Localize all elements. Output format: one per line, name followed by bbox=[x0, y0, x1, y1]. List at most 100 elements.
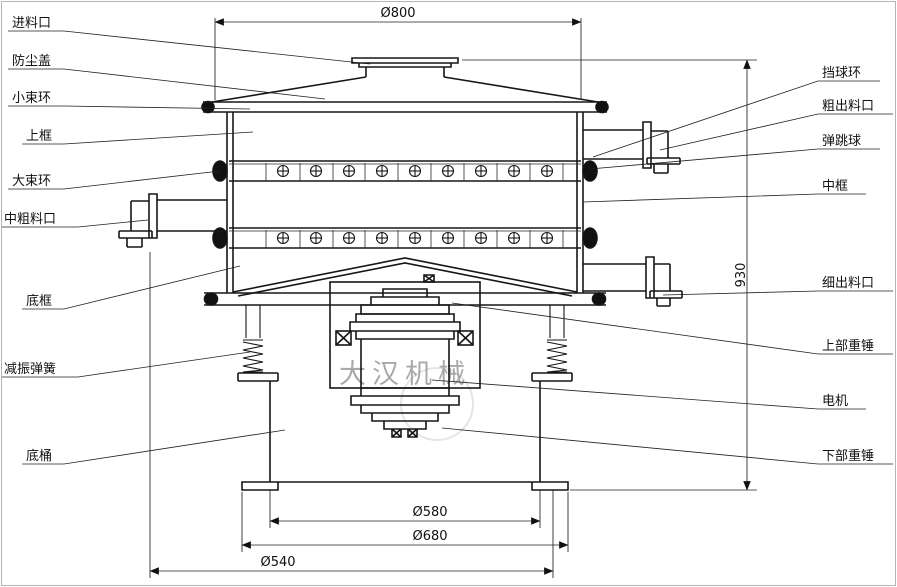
leader-middle-frame bbox=[582, 193, 866, 203]
bouncing-ball-icon bbox=[540, 164, 554, 178]
leader-bottom-barrel bbox=[22, 429, 286, 465]
damping-spring-left-coil bbox=[242, 339, 264, 373]
dim-ext-top bbox=[214, 18, 582, 100]
label-mid-coarse-outlet: 中粗料口 bbox=[4, 212, 56, 227]
label-bouncing-ball: 弹跳球 bbox=[822, 134, 861, 149]
frame-walls bbox=[226, 112, 584, 293]
bouncing-balls-row-1 bbox=[276, 164, 554, 178]
leader-motor bbox=[431, 379, 866, 410]
bouncing-ball-icon bbox=[474, 164, 488, 178]
motor-body-walls bbox=[360, 339, 450, 388]
dim-base-inner: Ø580 bbox=[412, 505, 447, 520]
fine-outlet-duct bbox=[583, 256, 683, 307]
label-feed-inlet: 进料口 bbox=[12, 16, 51, 31]
dim-ext-base-outer bbox=[241, 492, 569, 552]
label-dust-cover: 防尘盖 bbox=[12, 53, 51, 69]
bouncing-ball-icon bbox=[507, 231, 521, 245]
bouncing-ball-icon bbox=[408, 231, 422, 245]
bouncing-ball-icon bbox=[474, 231, 488, 245]
label-motor: 电机 bbox=[822, 394, 848, 409]
spring-hanger-rods bbox=[245, 305, 565, 338]
bouncing-ball-icon bbox=[309, 231, 323, 245]
bouncing-ball-icon bbox=[276, 164, 290, 178]
small-clamp-ring-cap-right bbox=[595, 100, 609, 114]
leader-mid-coarse-outlet bbox=[2, 219, 149, 228]
watermark: 大汉机械 bbox=[339, 359, 474, 441]
callouts-left bbox=[2, 30, 371, 465]
clamp-ring2-cap-right bbox=[582, 227, 598, 249]
leader-small-clamp-ring bbox=[8, 105, 251, 110]
dim-ext-base-bottom bbox=[149, 252, 554, 578]
damping-spring-right-coil bbox=[546, 339, 568, 373]
label-large-clamp-ring: 大束环 bbox=[12, 174, 51, 189]
leader-dust-cover bbox=[8, 68, 326, 100]
large-clamp-ring-cap-right bbox=[582, 160, 598, 182]
coarse-outlet-duct bbox=[583, 121, 681, 174]
bouncing-ball-icon bbox=[309, 164, 323, 178]
motor-side-bolt-left bbox=[335, 330, 352, 346]
bouncing-ball-icon bbox=[507, 164, 521, 178]
leader-feed-inlet bbox=[8, 30, 371, 65]
motor-side-bolt-right bbox=[457, 330, 474, 346]
bouncing-ball-icon bbox=[441, 164, 455, 178]
label-coarse-outlet: 粗出料口 bbox=[822, 99, 874, 114]
mesh-lines bbox=[229, 163, 581, 248]
flywheel-discs bbox=[349, 313, 461, 340]
leader-bottom-frame bbox=[22, 265, 241, 310]
label-upper-weight: 上部重锤 bbox=[822, 338, 874, 354]
barrel-walls bbox=[269, 381, 541, 482]
label-bottom-frame: 底框 bbox=[26, 293, 52, 309]
clamp-ring2-cap-left bbox=[212, 227, 228, 249]
machine-details bbox=[242, 164, 568, 373]
label-lower-weight: 下部重锤 bbox=[822, 448, 874, 464]
bouncing-ball-icon bbox=[342, 231, 356, 245]
label-small-clamp-ring: 小束环 bbox=[12, 91, 51, 106]
label-bottom-barrel: 底桶 bbox=[26, 448, 52, 464]
callout-texts-left: 进料口 防尘盖 小束环 上框 大束环 中粗料口 底框 减振弹簧 底桶 bbox=[4, 16, 56, 464]
machine-outline bbox=[118, 57, 683, 491]
bouncing-ball-icon bbox=[375, 164, 389, 178]
leader-damping-spring bbox=[2, 351, 251, 378]
label-upper-frame: 上框 bbox=[26, 129, 52, 144]
lower-weight-stack bbox=[350, 387, 460, 438]
mid-coarse-outlet-duct bbox=[118, 193, 227, 248]
dim-base-outer: Ø680 bbox=[412, 529, 447, 544]
bouncing-ball-icon bbox=[375, 231, 389, 245]
label-ball-retainer-ring: 挡球环 bbox=[822, 66, 861, 81]
dim-ext-base-inner bbox=[269, 490, 541, 528]
bouncing-balls-row-2 bbox=[276, 231, 554, 245]
leader-fine-outlet bbox=[662, 290, 893, 296]
bouncing-ball-icon bbox=[540, 231, 554, 245]
dimension-texts: Ø800 930 Ø580 Ø680 Ø540 bbox=[260, 6, 749, 570]
bottom-ring-cap-left bbox=[203, 292, 219, 306]
barrel-rim-flanges bbox=[237, 372, 573, 382]
leader-upper-frame bbox=[22, 131, 254, 145]
leader-ball-retainer-ring bbox=[592, 80, 880, 158]
leader-large-clamp-ring bbox=[8, 170, 221, 190]
barrel-base bbox=[241, 481, 569, 491]
sieve-band-1 bbox=[229, 160, 581, 182]
leader-bouncing-ball bbox=[589, 148, 880, 170]
bottom-ring-band bbox=[204, 292, 606, 306]
watermark-text: 大汉机械 bbox=[339, 359, 471, 390]
watermark-logo-circle bbox=[400, 367, 474, 441]
dim-ext-height bbox=[462, 59, 757, 491]
label-fine-outlet: 细出料口 bbox=[822, 276, 874, 291]
small-clamp-ring-band bbox=[203, 101, 607, 113]
ball-dividers-row-1 bbox=[265, 163, 564, 181]
bouncing-ball-icon bbox=[408, 164, 422, 178]
dim-base-bottom: Ø540 bbox=[260, 555, 295, 570]
sieve-band-2 bbox=[229, 227, 581, 249]
leader-coarse-outlet bbox=[659, 113, 893, 151]
feed-inlet-flange bbox=[351, 57, 459, 77]
label-middle-frame: 中框 bbox=[822, 179, 848, 194]
dimension-lines bbox=[149, 18, 757, 578]
bouncing-ball-icon bbox=[441, 231, 455, 245]
small-clamp-ring-cap-left bbox=[201, 100, 215, 114]
leader-lower-weight bbox=[441, 427, 893, 465]
bouncing-ball-icon bbox=[276, 231, 290, 245]
callouts-right bbox=[431, 80, 893, 465]
dim-overall-height: 930 bbox=[734, 263, 749, 288]
